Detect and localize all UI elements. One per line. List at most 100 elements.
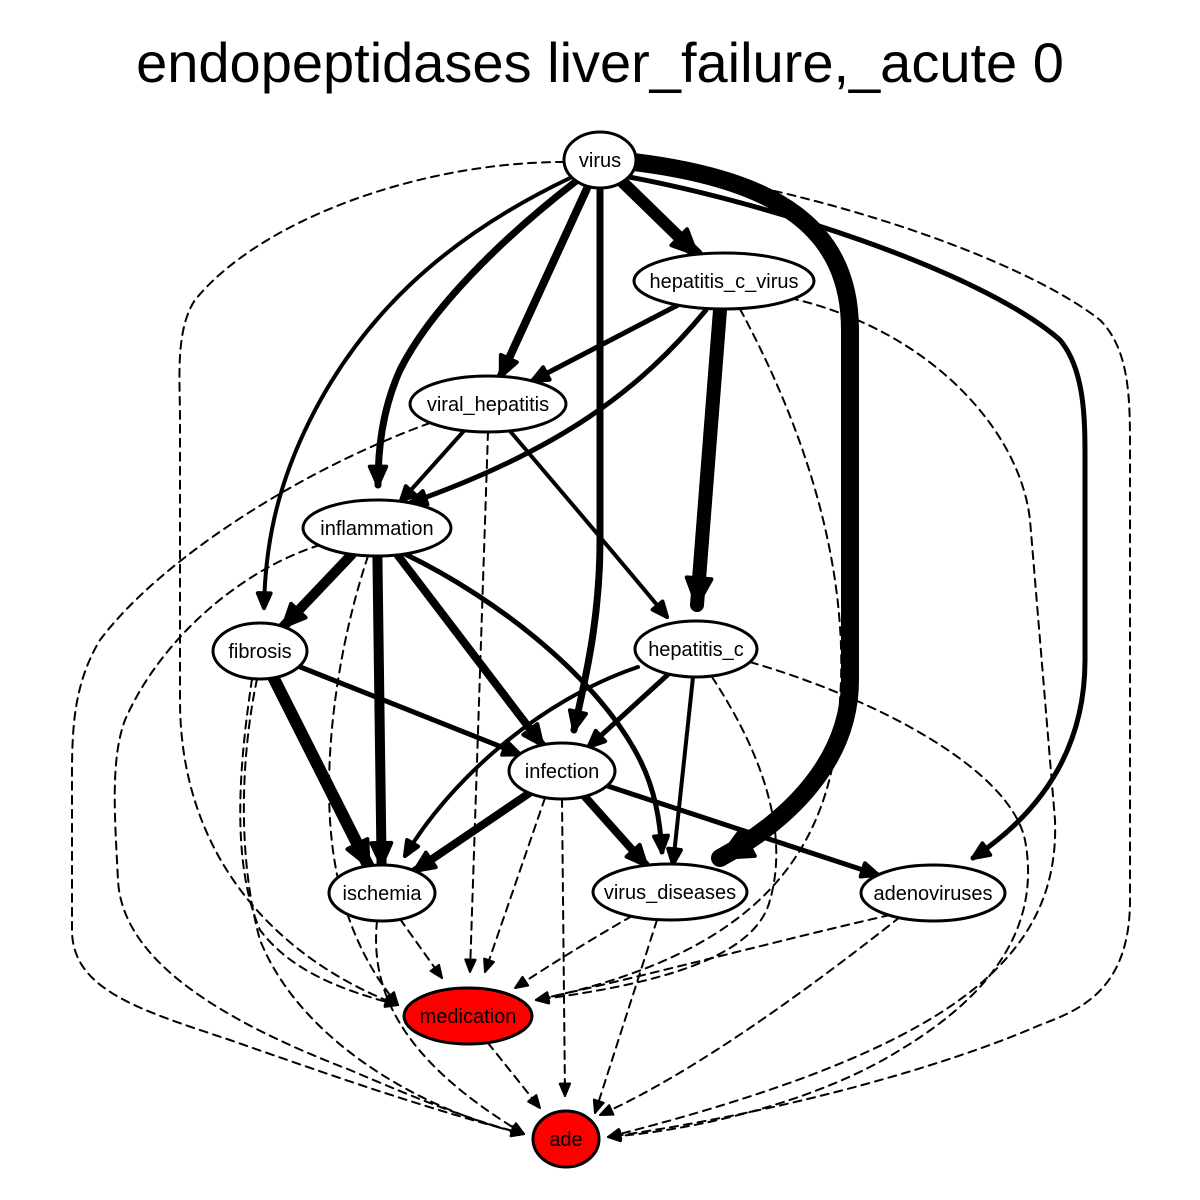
edge-arrowhead <box>858 861 880 879</box>
edge-ischemia-to-ade <box>375 920 525 1135</box>
node-ellipse <box>301 498 453 558</box>
node-virus: virus <box>562 130 638 190</box>
node-hepatitis_c_virus: hepatitis_c_virus <box>632 251 816 311</box>
edges-layer <box>70 153 1131 1143</box>
edge-viral_hepatitis-to-medication <box>464 431 489 973</box>
edge-line <box>372 551 387 870</box>
node-ellipse <box>408 374 568 434</box>
edge-adenoviruses-to-medication <box>535 914 891 1004</box>
node-virus_diseases: virus_diseases <box>591 862 749 922</box>
edge-medication-to-ade <box>487 1042 541 1109</box>
edge-arrowhead <box>652 833 670 854</box>
edge-hepatitis_c-to-ischemia <box>403 665 640 858</box>
node-ade: ade <box>531 1109 601 1169</box>
node-label: fibrosis <box>228 641 291 663</box>
edge-arrowhead <box>527 1094 541 1109</box>
edge-viral_hepatitis-to-inflammation <box>398 428 467 504</box>
edge-line <box>561 798 566 1097</box>
node-label: virus <box>579 150 621 172</box>
edge-infection-to-adenoviruses <box>604 783 881 879</box>
edge-line <box>178 161 565 1006</box>
node-ellipse <box>859 863 1007 923</box>
node-ellipse <box>562 130 638 190</box>
node-ellipse <box>327 863 437 923</box>
edge-virus-to-infection <box>567 184 604 734</box>
edge-arrowhead <box>535 991 551 1004</box>
edge-arrowhead <box>530 365 552 383</box>
edge-line <box>607 167 1131 1138</box>
edge-arrowhead <box>718 827 757 860</box>
node-fibrosis: fibrosis <box>211 621 309 681</box>
edge-arrowhead <box>398 484 418 504</box>
edge-arrowhead <box>650 599 669 619</box>
edge-line <box>70 422 525 1135</box>
edge-arrowhead <box>558 1082 572 1097</box>
edge-arrowhead <box>586 728 608 749</box>
edge-line <box>296 664 523 757</box>
edge-line <box>508 429 669 619</box>
edge-line <box>535 676 778 1001</box>
edge-hepatitis_c_virus-to-viral_hepatitis <box>529 302 681 384</box>
edge-arrowhead <box>521 722 545 747</box>
edge-arrowhead <box>412 850 438 873</box>
edge-fibrosis-to-infection <box>296 664 523 757</box>
edge-line <box>469 431 489 973</box>
edge-arrowhead <box>514 975 530 989</box>
node-adenoviruses: adenoviruses <box>859 863 1007 923</box>
edge-line <box>514 915 633 989</box>
edge-line <box>403 665 640 858</box>
edge-virus_diseases-to-ade <box>592 919 658 1114</box>
node-ellipse <box>633 619 759 679</box>
node-ellipse <box>591 862 749 922</box>
edge-virus-to-viral_hepatitis <box>496 182 592 381</box>
edge-arrowhead <box>669 227 699 257</box>
diagram-title: endopeptidases liver_failure,_acute 0 <box>136 31 1064 94</box>
edge-line <box>625 153 859 867</box>
edge-virus_diseases-to-medication <box>514 915 633 989</box>
edge-arrowhead <box>483 957 495 973</box>
edge-virus-to-virus_diseases <box>625 153 859 867</box>
edge-hepatitis_c-to-ade <box>607 661 1030 1143</box>
edge-line <box>615 172 1088 861</box>
node-label: ischemia <box>343 883 423 905</box>
edge-arrowhead <box>592 1098 605 1114</box>
edge-arrowhead <box>607 1129 622 1143</box>
edge-line <box>374 178 579 489</box>
edge-line <box>402 551 665 855</box>
edge-arrowhead <box>599 1104 615 1116</box>
edge-line <box>496 182 592 381</box>
node-label: medication <box>420 1006 517 1028</box>
edge-inflammation-to-medication <box>328 555 399 1006</box>
node-label: ade <box>549 1129 582 1151</box>
edge-hepatitis_c_virus-to-hepatitis_c <box>684 303 727 612</box>
node-label: virus_diseases <box>604 882 736 904</box>
edge-hepatitis_c-to-virus_diseases <box>666 675 695 866</box>
edge-arrowhead <box>666 846 683 866</box>
node-infection: infection <box>507 741 617 801</box>
node-medication: medication <box>402 986 534 1046</box>
node-label: infection <box>525 761 600 783</box>
edge-line <box>671 675 695 866</box>
edge-virus-to-inflammation <box>367 178 579 489</box>
edge-line <box>328 555 399 1006</box>
edge-line <box>242 678 525 1135</box>
node-ischemia: ischemia <box>327 863 437 923</box>
edge-line <box>262 176 572 610</box>
node-hepatitis_c: hepatitis_c <box>633 619 759 679</box>
edge-infection-to-ade <box>558 798 572 1097</box>
edge-viral_hepatitis-to-hepatitis_c <box>508 429 669 619</box>
edge-line <box>113 544 525 1135</box>
edge-arrowhead <box>255 591 273 610</box>
edge-arrowhead <box>429 963 443 979</box>
edge-ischemia-to-medication <box>399 918 443 979</box>
edge-fibrosis-to-ischemia <box>267 671 375 872</box>
edge-line <box>487 1042 541 1109</box>
edge-arrowhead <box>684 575 714 607</box>
edge-line <box>594 919 658 1114</box>
edge-hepatitis_c_virus-to-ade <box>607 297 1057 1140</box>
edge-line <box>410 789 534 875</box>
edge-infection-to-ischemia <box>410 789 534 875</box>
edge-line <box>570 184 604 734</box>
